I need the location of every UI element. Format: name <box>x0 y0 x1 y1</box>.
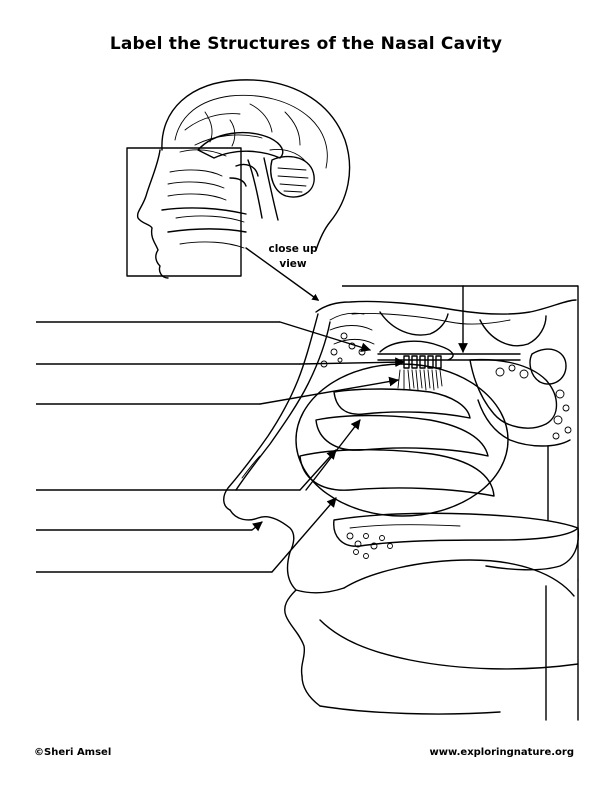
sphenoid-sinus <box>469 358 558 429</box>
superior-concha <box>333 388 471 419</box>
frontal-bone <box>315 299 577 315</box>
label-pointers <box>36 321 405 573</box>
frontal-sinus <box>379 311 449 336</box>
nasal-cavity-closeup <box>223 285 580 721</box>
tongue <box>343 559 575 597</box>
close-up-label-line1: close up <box>268 243 318 255</box>
close-up-view-label: close up view <box>262 242 324 272</box>
nostril <box>229 509 295 553</box>
copyright-text: ©Sheri Amsel <box>34 747 112 758</box>
palate-bone-texture <box>346 532 393 559</box>
brain-stem <box>247 157 279 221</box>
olfactory-bulb <box>379 340 454 361</box>
hard-palate <box>333 512 579 547</box>
soft-palate <box>485 527 580 571</box>
close-up-label-line2: view <box>279 258 307 270</box>
mouth-line <box>295 587 345 594</box>
brain-folds <box>174 94 328 169</box>
corpus-callosum <box>197 132 284 159</box>
inferior-concha <box>299 449 495 497</box>
olfactory-nerves <box>397 355 443 391</box>
worksheet-title: Label the Structures of the Nasal Cavity <box>109 34 503 54</box>
head-outline <box>161 79 351 251</box>
head-overview-illustration <box>126 79 351 279</box>
upper-lip <box>284 551 306 677</box>
overview-turbinates <box>167 169 227 201</box>
zoom-box <box>126 147 242 277</box>
nasal-bone <box>223 313 319 511</box>
cerebellum <box>270 155 315 198</box>
website-link[interactable]: www.exploringnature.org <box>429 747 574 758</box>
face-profile <box>136 149 169 279</box>
throat <box>545 579 579 721</box>
zoom-arrow <box>245 247 320 301</box>
